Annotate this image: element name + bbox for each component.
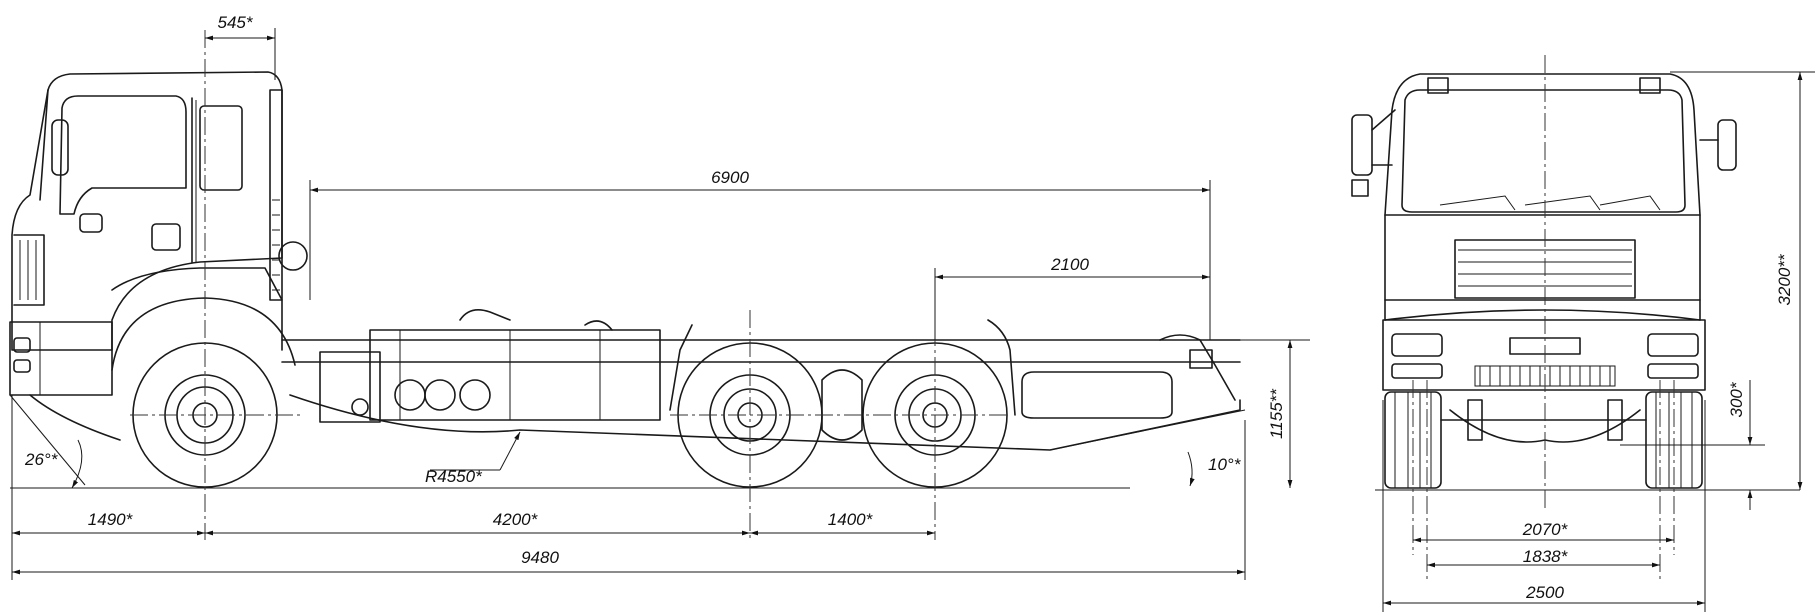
dim-overall-width: 2500 [1525,583,1564,602]
front-wheel [111,297,296,488]
dim-overall-height: 3200** [1775,253,1794,305]
dim-departure-angle: 10°* [1208,455,1242,474]
front-view: 3200** 300* 2070* 1838* 2500 [1351,55,1815,612]
dim-turning-radius: R4550* [425,467,483,486]
chassis-frame [29,309,1241,451]
dim-ground-clearance: 300* [1727,381,1746,417]
side-view: 545* 6900 2100 26°* R4550* 10°* 1155** 1… [9,13,1310,580]
dim-rear-overhang: 2100 [1050,255,1089,274]
dim-wheelbase: 4200* [493,510,539,529]
dim-frame-height: 1155** [1267,388,1286,439]
dim-rear-track: 1838* [1523,547,1569,566]
dim-frame-length: 6900 [711,168,749,187]
dim-approach-angle: 26°* [24,450,59,469]
dim-bogie-spacing: 1400* [828,510,874,529]
cab [9,71,308,396]
dim-front-overhang: 1490* [88,510,134,529]
dim-cab-offset: 545* [218,13,254,32]
dim-overall-length: 9480 [521,548,559,567]
dim-front-track: 2070* [1522,520,1569,539]
